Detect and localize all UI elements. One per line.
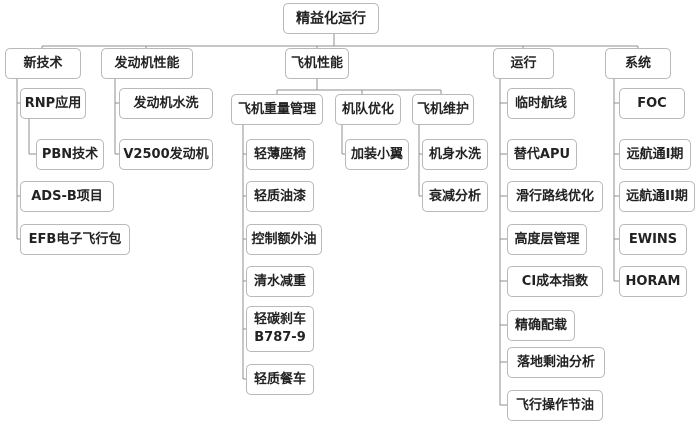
item-carbon-brakes-line1: 轻碳刹车 (253, 312, 306, 327)
item-pbn: PBN技术 (36, 139, 104, 170)
category-operations: 运行 (493, 48, 554, 79)
item-fuel-saving-operations: 飞行操作节油 (507, 390, 603, 421)
item-yuanhangtong-2: 远航通II期 (619, 181, 695, 212)
item-extra-fuel-control: 控制额外油 (246, 224, 322, 255)
item-precise-load: 精确配载 (507, 310, 575, 341)
category-engine-performance: 发动机性能 (101, 48, 193, 79)
group-aircraft-maintenance: 飞机维护 (412, 94, 474, 125)
group-fleet-optimization: 机队优化 (335, 94, 401, 125)
item-engine-wash: 发动机水洗 (119, 88, 213, 119)
item-rnp: RNP应用 (20, 88, 86, 119)
item-cost-index: CI成本指数 (507, 266, 603, 297)
category-aircraft-performance: 飞机性能 (285, 48, 349, 79)
category-new-tech: 新技术 (5, 48, 81, 79)
item-taxi-route-optimization: 滑行路线优化 (507, 181, 603, 212)
item-v2500: V2500发动机 (119, 139, 213, 170)
item-light-seats: 轻薄座椅 (246, 139, 314, 170)
item-fuselage-wash: 机身水洗 (422, 139, 488, 170)
item-carbon-brakes-line2: B787-9 (254, 330, 306, 345)
item-carbon-brakes: 轻碳刹车 B787-9 (246, 306, 314, 352)
item-light-paint: 轻质油漆 (246, 181, 314, 212)
category-systems: 系统 (605, 48, 671, 79)
item-ads-b: ADS-B项目 (20, 181, 114, 212)
item-winglets: 加装小翼 (345, 139, 409, 170)
root-node: 精益化运行 (283, 3, 379, 34)
item-apu-alternative: 替代APU (507, 139, 577, 170)
item-flight-level-management: 高度层管理 (507, 224, 587, 255)
item-water-reduction: 清水减重 (246, 266, 314, 297)
item-horam: HORAM (619, 266, 687, 297)
item-foc: FOC (619, 88, 685, 119)
item-degradation-analysis: 衰减分析 (422, 181, 488, 212)
item-yuanhangtong-1: 远航通I期 (619, 139, 691, 170)
item-ewins: EWINS (619, 224, 687, 255)
item-light-trolley: 轻质餐车 (246, 364, 314, 395)
item-efb: EFB电子飞行包 (20, 224, 130, 255)
item-landing-fuel-analysis: 落地剩油分析 (507, 347, 605, 378)
group-weight-management: 飞机重量管理 (231, 94, 323, 125)
item-temporary-routes: 临时航线 (507, 88, 575, 119)
